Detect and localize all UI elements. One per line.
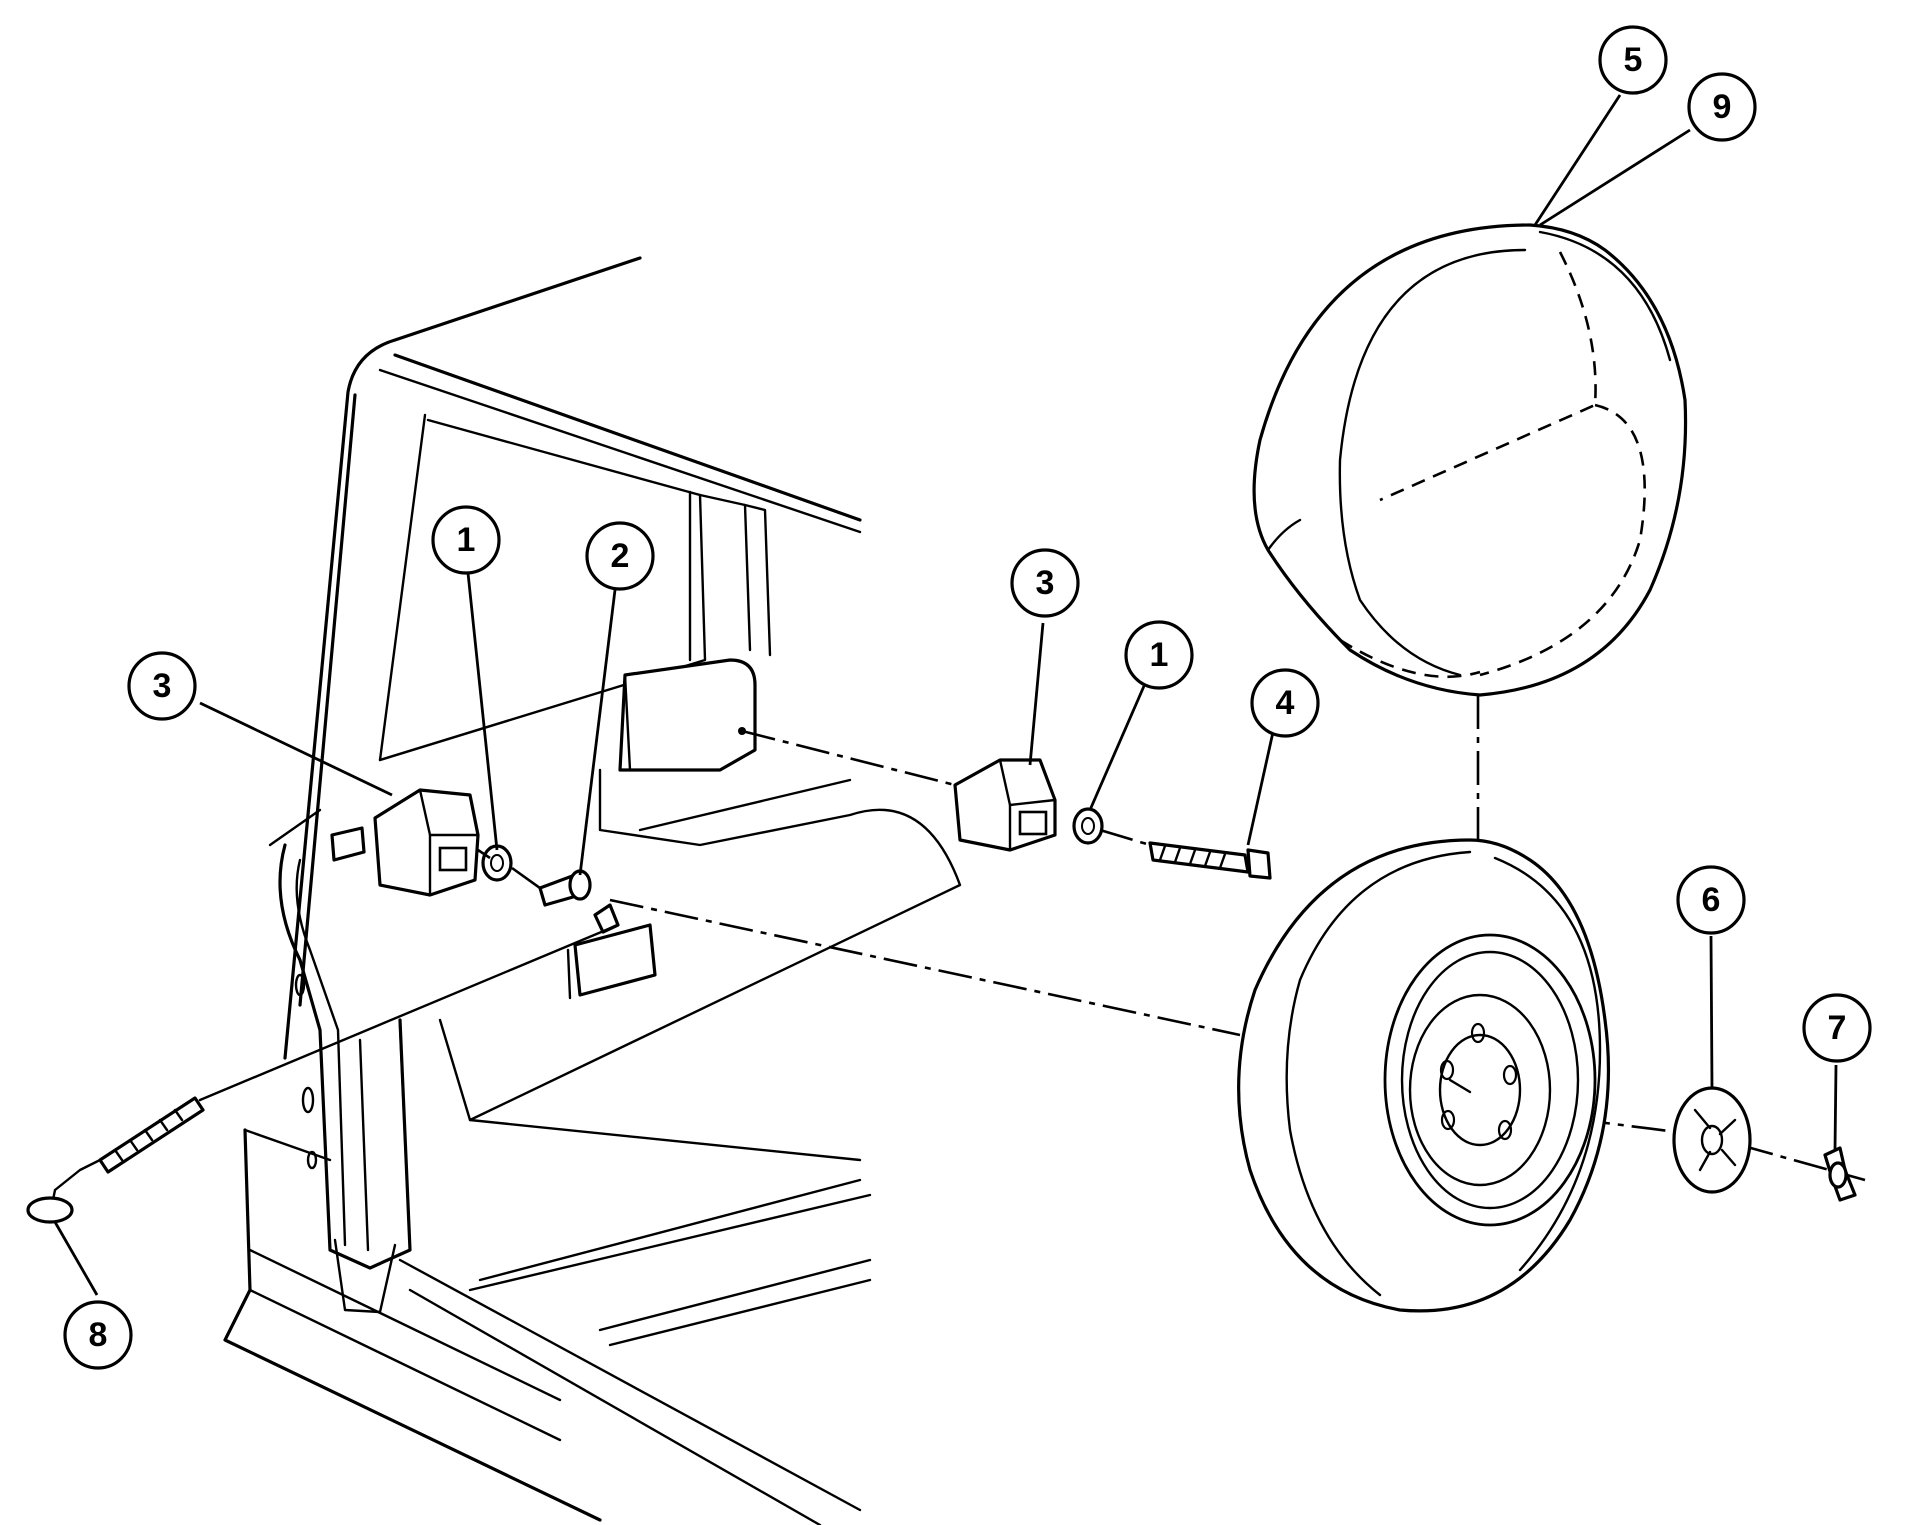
wing-nut [1823, 1146, 1857, 1202]
screw [538, 869, 592, 907]
spare-tire [1237, 838, 1610, 1313]
callout-5: 5 [1598, 25, 1668, 95]
callout-label: 1 [457, 521, 476, 559]
callout-label: 6 [1702, 881, 1721, 919]
callout-3-right: 3 [1010, 548, 1080, 618]
clip-nut [593, 903, 620, 934]
callout-label: 5 [1624, 41, 1643, 79]
callout-4: 4 [1250, 668, 1320, 738]
callout-2: 2 [585, 521, 655, 591]
callout-3-left: 3 [127, 651, 197, 721]
retainer-plate [1672, 1086, 1752, 1194]
left-washer [481, 844, 513, 882]
right-washer [1072, 807, 1104, 845]
callout-label: 8 [89, 1316, 108, 1354]
callout-1-right: 1 [1124, 620, 1194, 690]
vehicle-body [223, 256, 962, 1525]
callout-label: 3 [153, 667, 172, 705]
callout-7: 7 [1802, 993, 1872, 1063]
tire-cover [1252, 223, 1688, 697]
callout-label: 1 [1150, 636, 1169, 674]
callout-1-left: 1 [431, 505, 501, 575]
callout-6: 6 [1676, 865, 1746, 935]
right-mounting-bracket [953, 758, 1057, 852]
leader-lines [53, 94, 1838, 1296]
callout-label: 2 [611, 537, 630, 575]
callout-label: 7 [1828, 1009, 1847, 1047]
callout-label: 3 [1036, 564, 1055, 602]
left-mounting-bracket [373, 788, 480, 897]
callout-label: 4 [1276, 684, 1295, 722]
callout-9: 9 [1687, 72, 1757, 142]
callout-8: 8 [63, 1300, 133, 1370]
retainer-rod [26, 923, 620, 1224]
bolt [1148, 841, 1272, 880]
callout-label: 9 [1713, 88, 1732, 126]
